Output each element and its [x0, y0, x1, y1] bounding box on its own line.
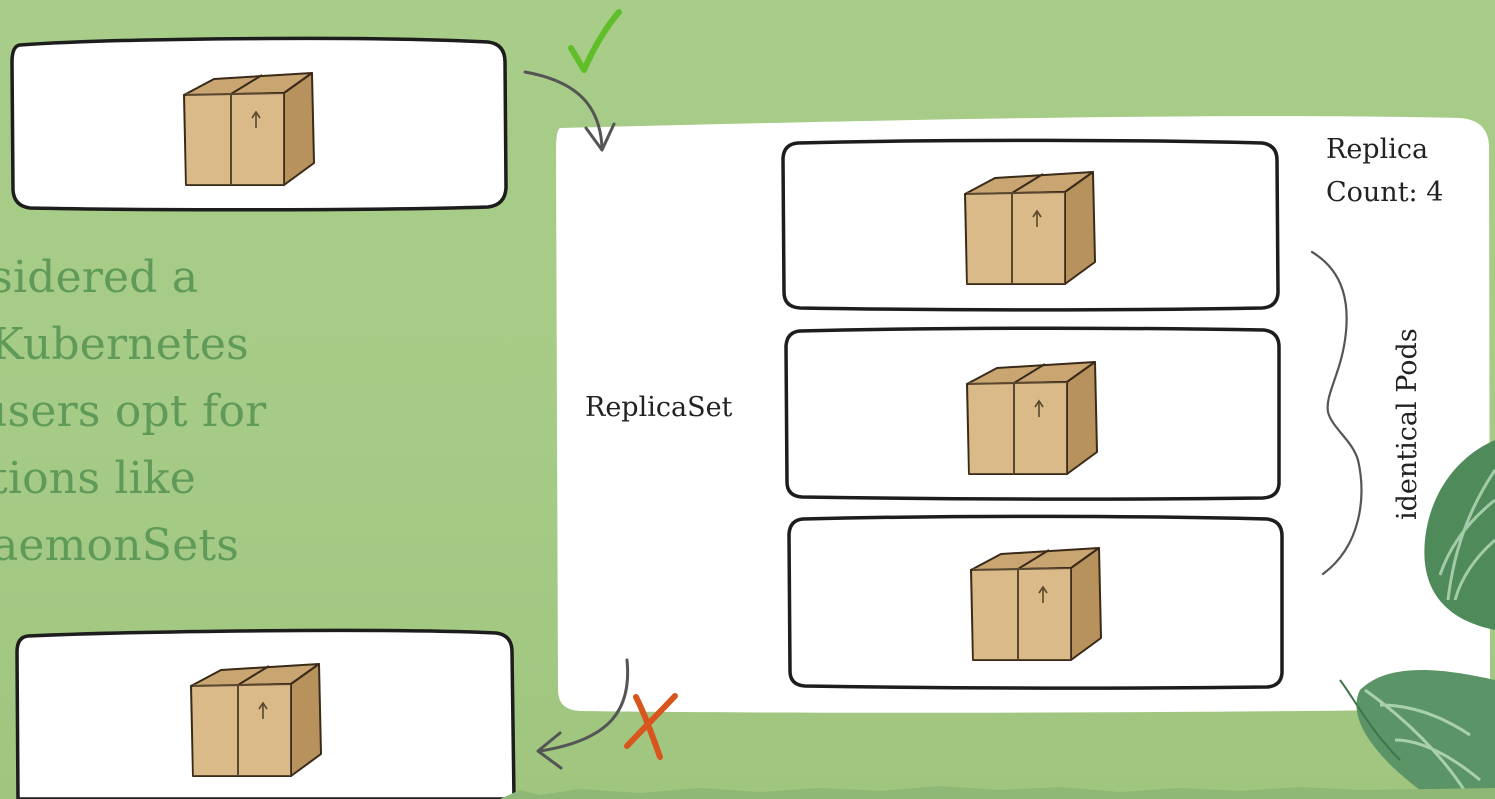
arrow-out [536, 658, 630, 770]
box-icon [964, 171, 1096, 285]
arrow-in [523, 70, 616, 152]
box-icon [966, 361, 1098, 475]
narration-line: type in Kubernetes [0, 319, 249, 370]
leaf-decoration [1339, 440, 1495, 799]
box-icon [183, 72, 315, 186]
replica-count-line1: Replica [1326, 134, 1429, 165]
pod-outside-top [10, 36, 508, 212]
narration-line: are considered a [0, 252, 199, 303]
curly-brace [1310, 250, 1363, 576]
box-icon [190, 663, 322, 777]
cross-mark-icon [624, 693, 678, 760]
replica-count-label: Replica Count: 4 [1326, 128, 1443, 214]
identical-pods-label: identical Pods [1392, 328, 1423, 520]
replicaset-label: ReplicaSet [585, 392, 733, 423]
box-icon [970, 547, 1102, 661]
replica-count-line2: Count: 4 [1326, 177, 1444, 208]
pod-inside-3 [787, 514, 1284, 690]
narration-line: abstractions like [0, 453, 196, 504]
pod-inside-1 [781, 138, 1280, 312]
pod-inside-2 [784, 326, 1281, 501]
check-mark-icon [568, 9, 622, 73]
narration-text: are considered a type in Kubernetes rnet… [0, 244, 502, 579]
pod-outside-bottom [15, 628, 516, 799]
grass-strip [500, 786, 1495, 799]
narration-line: s and DaemonSets [0, 520, 240, 571]
narration-line: rnetes users opt for [0, 386, 267, 437]
